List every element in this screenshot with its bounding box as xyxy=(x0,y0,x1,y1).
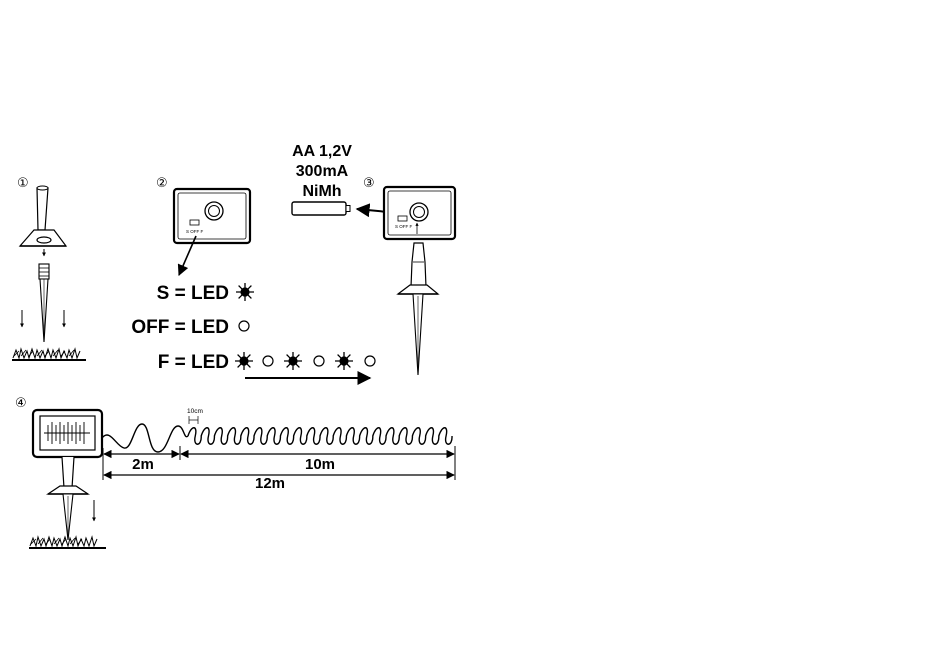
lead-length-label: 2m xyxy=(132,456,154,473)
mode-f-label: F = LED xyxy=(158,352,229,373)
holder-tube xyxy=(37,188,48,230)
led-off-icon xyxy=(263,356,273,366)
battery-icon xyxy=(292,202,346,215)
holder-base xyxy=(398,285,438,294)
mode-s-label: S = LED xyxy=(157,283,229,304)
step-3-number: ③ xyxy=(363,176,375,191)
mode-off-label: OFF = LED xyxy=(131,317,229,338)
step-1-assembly: ① xyxy=(12,176,86,360)
led-coil-cable xyxy=(188,428,452,445)
step-4-solar-panel-cable: ④ 10cm xyxy=(15,396,455,548)
mode-switch xyxy=(398,216,407,221)
led-off-icon xyxy=(239,321,249,331)
holder-base xyxy=(48,486,88,494)
step-4-number: ④ xyxy=(15,396,27,411)
led-on-icon xyxy=(335,352,353,370)
battery-capacity: 300mA xyxy=(296,163,349,180)
holder-tube xyxy=(411,243,426,287)
step-2-number: ② xyxy=(156,176,168,191)
switch-label: S OFF F xyxy=(186,229,203,234)
panel-stand xyxy=(62,457,74,488)
battery-cap-icon xyxy=(205,202,223,220)
led-on-icon xyxy=(236,283,254,301)
led-off-icon xyxy=(365,356,375,366)
switch-label: S OFF F xyxy=(395,224,412,229)
step-1-number: ① xyxy=(17,176,29,191)
battery-voltage: AA 1,2V xyxy=(292,143,352,160)
total-length-label: 12m xyxy=(255,475,285,492)
spike-head xyxy=(39,264,49,279)
spacing-label: 10cm xyxy=(187,408,203,415)
led-off-icon xyxy=(314,356,324,366)
led-on-icon xyxy=(235,352,253,370)
lead-cable xyxy=(102,424,188,452)
step-3-mounted-light: ③ S OFF F xyxy=(363,176,455,375)
battery-cap-icon xyxy=(410,203,428,221)
mode-switch xyxy=(190,220,199,225)
lit-length-label: 10m xyxy=(305,456,335,473)
battery-type: NiMh xyxy=(302,183,341,200)
led-on-icon xyxy=(284,352,302,370)
